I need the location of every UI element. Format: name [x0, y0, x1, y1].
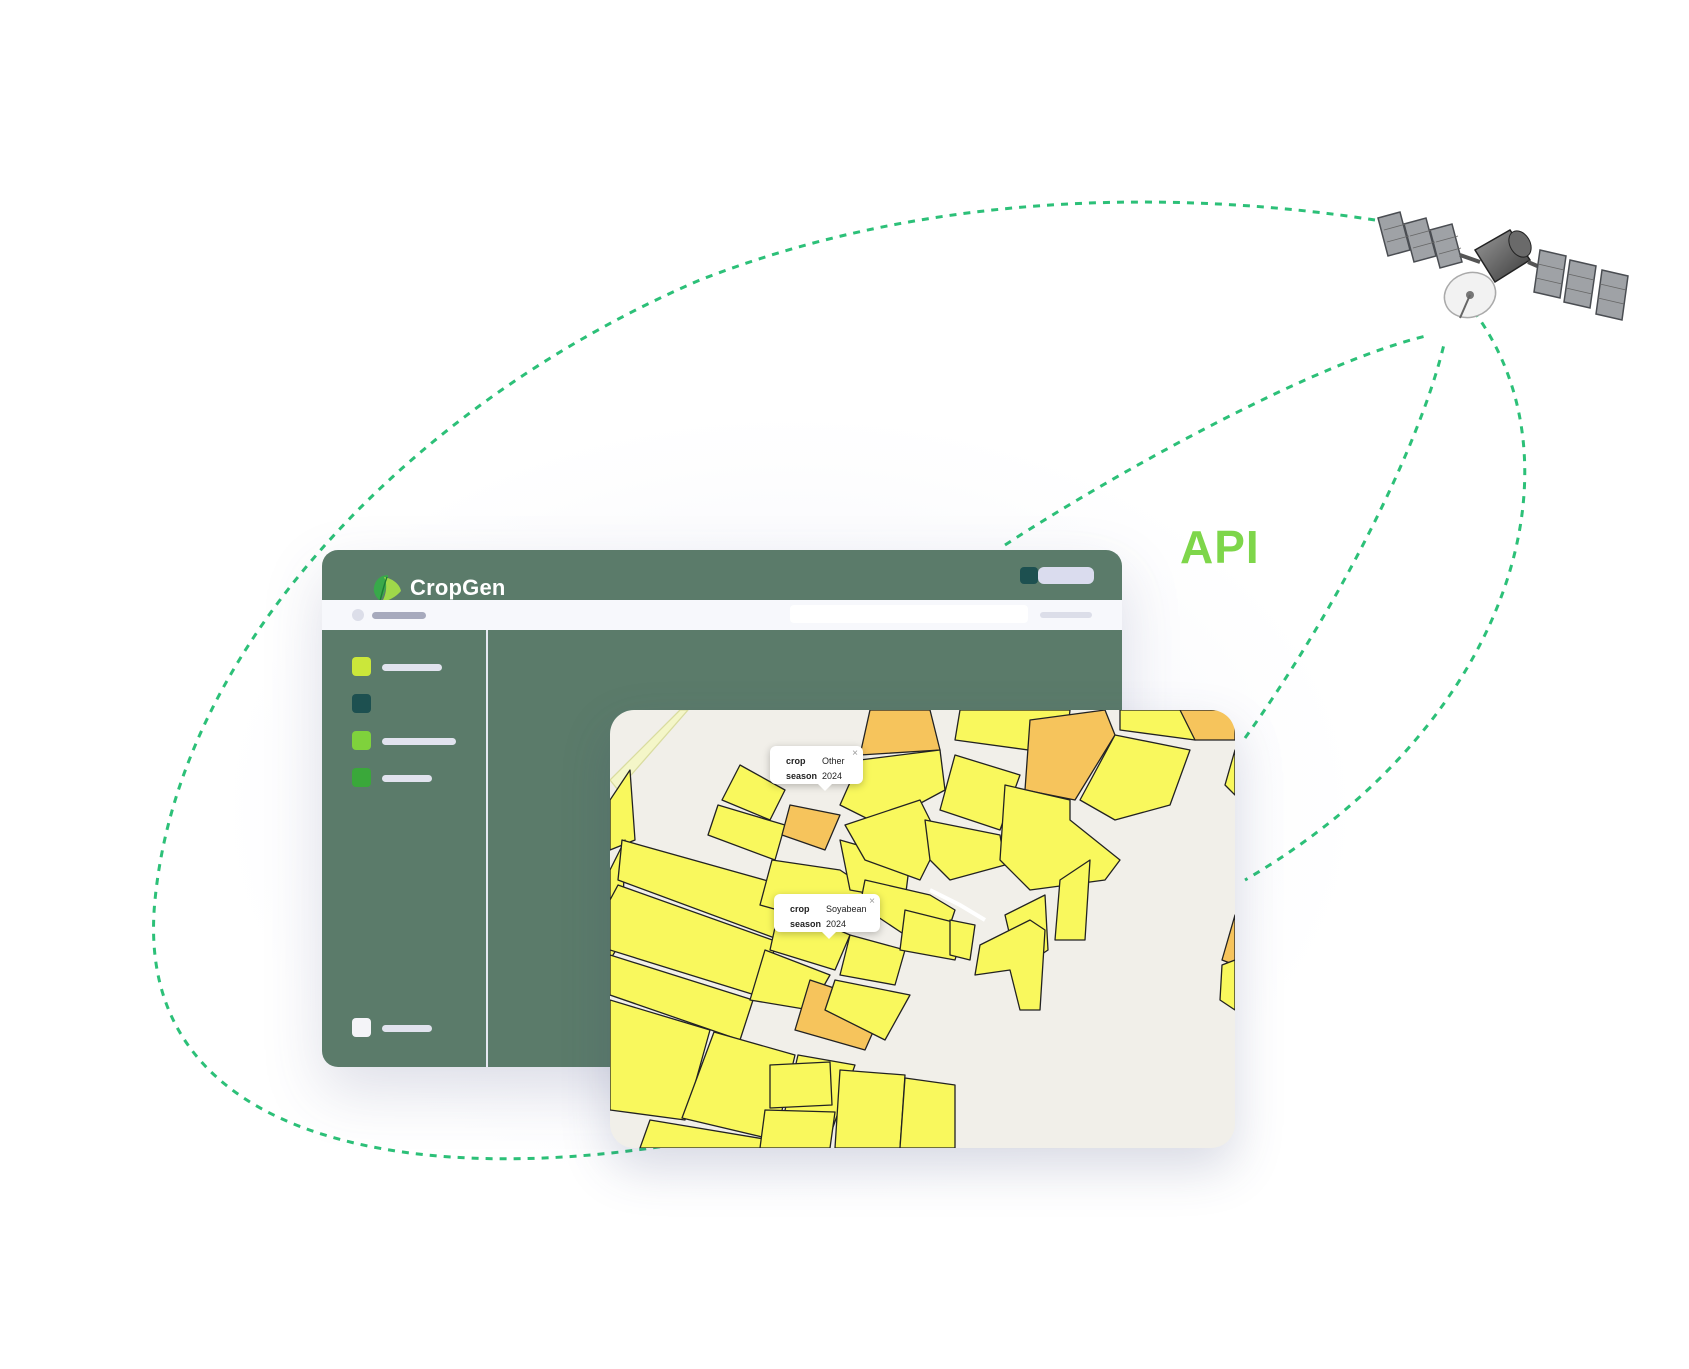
- popup-key: season: [786, 771, 818, 781]
- toolbar: [322, 600, 1122, 630]
- api-label: API: [1180, 521, 1260, 573]
- toolbar-right-item[interactable]: [1040, 612, 1092, 618]
- sidebar-item-2[interactable]: [352, 694, 482, 714]
- sidebar-item-3[interactable]: [352, 731, 482, 751]
- sidebar-item-label: [382, 664, 442, 671]
- popup-value: Soyabean: [826, 904, 867, 914]
- sidebar-item-1[interactable]: [352, 657, 482, 677]
- sidebar-item-label: [382, 738, 456, 745]
- satellite-icon: [1377, 211, 1629, 321]
- sidebar-footer-item[interactable]: [352, 1018, 482, 1038]
- dashboard-header: CropGen: [322, 550, 1122, 602]
- popup-value: Other: [822, 756, 845, 766]
- sidebar-item-label: [382, 1025, 432, 1032]
- sidebar-item-square: [352, 768, 371, 787]
- toolbar-dot: [352, 609, 364, 621]
- field-map-canvas[interactable]: [610, 710, 1235, 1148]
- popup-key: crop: [786, 756, 806, 766]
- popup-value: 2024: [826, 919, 847, 929]
- brand[interactable]: CropGen: [370, 570, 506, 606]
- close-icon[interactable]: ×: [869, 896, 875, 907]
- search-input[interactable]: [790, 605, 1028, 623]
- field-map[interactable]: × crop Other season 2024 × crop Soyabean…: [610, 710, 1235, 1148]
- leaf-logo-icon: [373, 575, 401, 602]
- sidebar-item-square: [352, 1018, 371, 1037]
- sidebar-item-4[interactable]: [352, 768, 482, 788]
- header-square-button[interactable]: [1020, 567, 1038, 584]
- field-popup-1: × crop Other season 2024: [770, 746, 863, 791]
- toolbar-breadcrumb: [372, 612, 426, 619]
- sidebar-divider: [486, 630, 488, 1067]
- popup-key: crop: [790, 904, 810, 914]
- header-pill-button[interactable]: [1038, 567, 1094, 584]
- sidebar-item-label: [382, 775, 432, 782]
- popup-value: 2024: [822, 771, 843, 781]
- popup-key: season: [790, 919, 822, 929]
- sidebar-item-square: [352, 694, 371, 713]
- sidebar-item-square: [352, 657, 371, 676]
- sidebar-item-square: [352, 731, 371, 750]
- brand-name: CropGen: [410, 575, 506, 600]
- close-icon[interactable]: ×: [852, 748, 858, 759]
- field-popup-2: × crop Soyabean season 2024: [774, 894, 880, 939]
